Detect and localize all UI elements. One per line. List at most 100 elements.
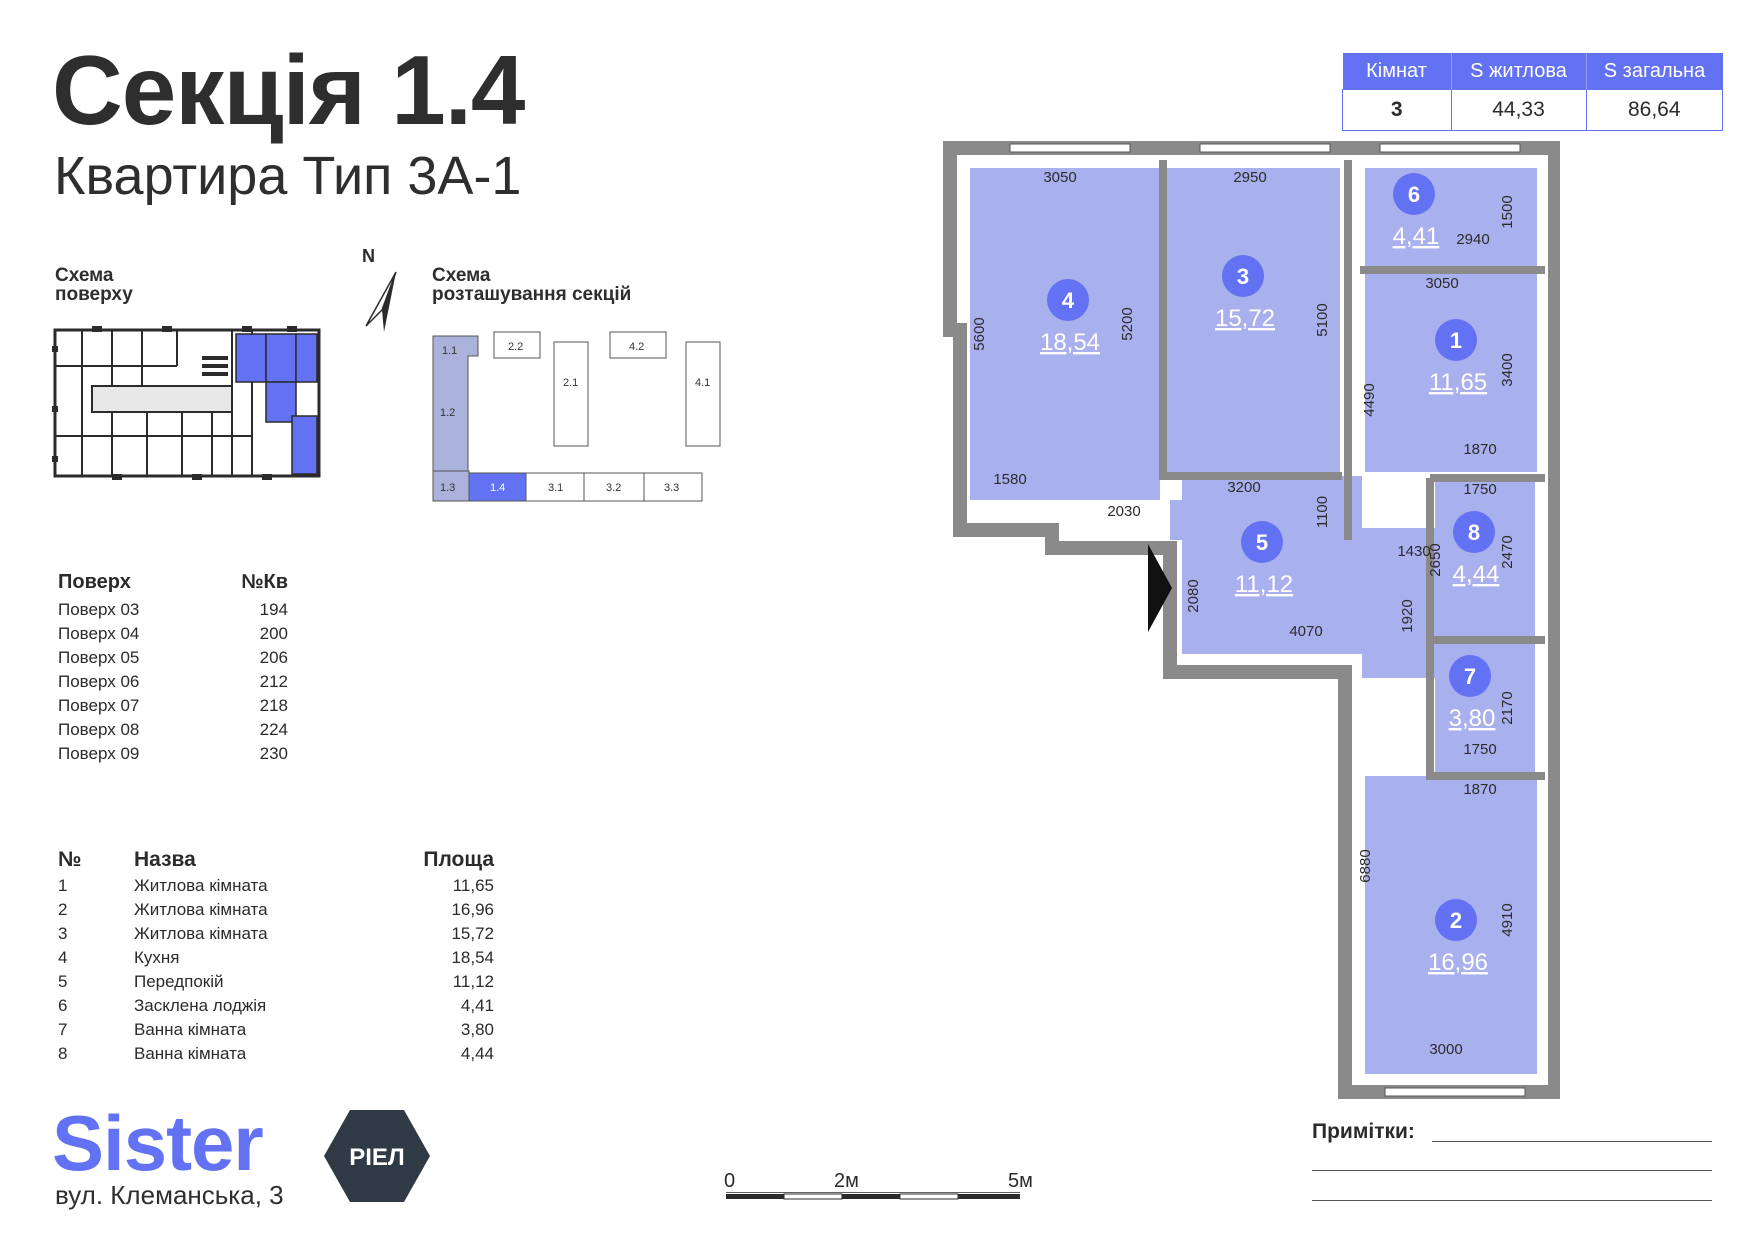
notes-line[interactable] bbox=[1312, 1200, 1712, 1201]
room-area-label: 16,96 bbox=[1428, 949, 1488, 976]
dimension-label: 1920 bbox=[1399, 599, 1416, 632]
summary-living-area-value: 44,33 bbox=[1450, 89, 1587, 131]
section-label: 3.3 bbox=[664, 482, 679, 494]
room-marker bbox=[1453, 511, 1495, 553]
room-marker-number: 7 bbox=[1464, 664, 1476, 689]
dimension-label: 5100 bbox=[1314, 303, 1331, 336]
summary-header-total-area: S загальна bbox=[1586, 53, 1723, 90]
room-area bbox=[1365, 272, 1537, 472]
notes-line[interactable] bbox=[1432, 1141, 1712, 1142]
room-marker-number: 1 bbox=[1450, 328, 1462, 353]
brand-name: Sister bbox=[52, 1099, 264, 1187]
room-marker-number: 6 bbox=[1408, 182, 1420, 207]
rooms-header-area: Площа bbox=[423, 848, 494, 871]
dimension-label: 3400 bbox=[1499, 353, 1516, 386]
summary-table: Кімнат S житлова S загальна 3 44,33 86,6… bbox=[1342, 53, 1723, 131]
room-area-label: 11,12 bbox=[1235, 571, 1293, 598]
rooms-header-name: Назва bbox=[134, 848, 196, 871]
section-label: 1.1 bbox=[442, 345, 457, 357]
dimension-label: 1750 bbox=[1463, 741, 1496, 758]
window bbox=[1384, 1087, 1526, 1097]
dimension-label: 2940 bbox=[1456, 231, 1489, 248]
summary-total-area-value: 86,64 bbox=[1585, 89, 1723, 131]
room-area bbox=[1170, 500, 1192, 540]
room-area bbox=[1365, 168, 1537, 268]
section-label: 2.1 bbox=[563, 377, 578, 389]
floors-header-floor: Поверх bbox=[58, 570, 131, 593]
dimension-label: 4910 bbox=[1499, 903, 1516, 936]
dimension-label: 1750 bbox=[1463, 481, 1496, 498]
dimension-label: 1580 bbox=[993, 471, 1026, 488]
developer-logo: РІЕЛ bbox=[324, 1110, 430, 1202]
section-label: 1.2 bbox=[440, 407, 455, 419]
dimension-label: 3200 bbox=[1227, 479, 1260, 496]
dimension-label: 1870 bbox=[1463, 781, 1496, 798]
room-marker-number: 5 bbox=[1256, 530, 1268, 555]
scale-bar bbox=[726, 1192, 1020, 1200]
room-marker bbox=[1435, 899, 1477, 941]
dimension-label: 2170 bbox=[1499, 691, 1516, 724]
page-subtitle: Квартира Тип 3А-1 bbox=[54, 146, 522, 206]
room-area bbox=[970, 168, 1160, 500]
sections-scheme-map: .sec{fill:#ffffff;stroke:#555;stroke-wid… bbox=[432, 331, 721, 502]
page-title: Секція 1.4 bbox=[52, 35, 525, 145]
room-area bbox=[1165, 168, 1340, 474]
dimension-label: 4070 bbox=[1289, 623, 1322, 640]
dimension-label: 1430 bbox=[1397, 543, 1430, 560]
room-marker bbox=[1393, 173, 1435, 215]
section-label-highlighted: 1.4 bbox=[490, 482, 505, 494]
dimension-label: 5200 bbox=[1119, 307, 1136, 340]
section-label: 4.2 bbox=[629, 341, 644, 353]
exterior-wall bbox=[943, 141, 1560, 1099]
logo-text: РІЕЛ bbox=[349, 1144, 405, 1171]
north-arrow-icon bbox=[365, 271, 397, 332]
scale-label-5m: 5м bbox=[1008, 1170, 1033, 1192]
window bbox=[1199, 143, 1331, 153]
room-marker bbox=[1047, 279, 1089, 321]
room-marker-number: 2 bbox=[1450, 908, 1462, 933]
room-marker-number: 3 bbox=[1237, 264, 1249, 289]
room-marker bbox=[1449, 655, 1491, 697]
room-area-label: 11,65 bbox=[1429, 369, 1487, 396]
room-area bbox=[1182, 476, 1362, 654]
dimension-label: 2950 bbox=[1233, 169, 1266, 186]
section-label: 3.1 bbox=[548, 482, 563, 494]
dimension-label: 2030 bbox=[1107, 503, 1140, 520]
room-area-label: 18,54 bbox=[1040, 329, 1100, 356]
dimension-label: 4490 bbox=[1361, 383, 1378, 416]
dimension-label: 1500 bbox=[1499, 195, 1516, 228]
room-marker bbox=[1435, 319, 1477, 361]
room-marker bbox=[1241, 521, 1283, 563]
dimension-label: 2650 bbox=[1427, 543, 1444, 576]
room-marker-number: 8 bbox=[1468, 520, 1480, 545]
notes-line[interactable] bbox=[1312, 1170, 1712, 1171]
dimension-label: 1100 bbox=[1314, 496, 1331, 528]
dimension-label: 1870 bbox=[1463, 441, 1496, 458]
room-marker-number: 4 bbox=[1062, 288, 1075, 313]
rooms-header-number: № bbox=[58, 848, 82, 871]
room-area-label: 3,80 bbox=[1449, 705, 1496, 732]
room-area bbox=[1435, 482, 1535, 642]
section-label: 2.2 bbox=[508, 341, 523, 353]
notes-label: Примітки: bbox=[1312, 1120, 1415, 1143]
room-marker bbox=[1222, 255, 1264, 297]
window bbox=[1009, 143, 1131, 153]
window bbox=[1379, 143, 1521, 153]
floors-header-apartment: №Кв bbox=[241, 570, 288, 593]
dimension-label: 3050 bbox=[1043, 169, 1076, 186]
